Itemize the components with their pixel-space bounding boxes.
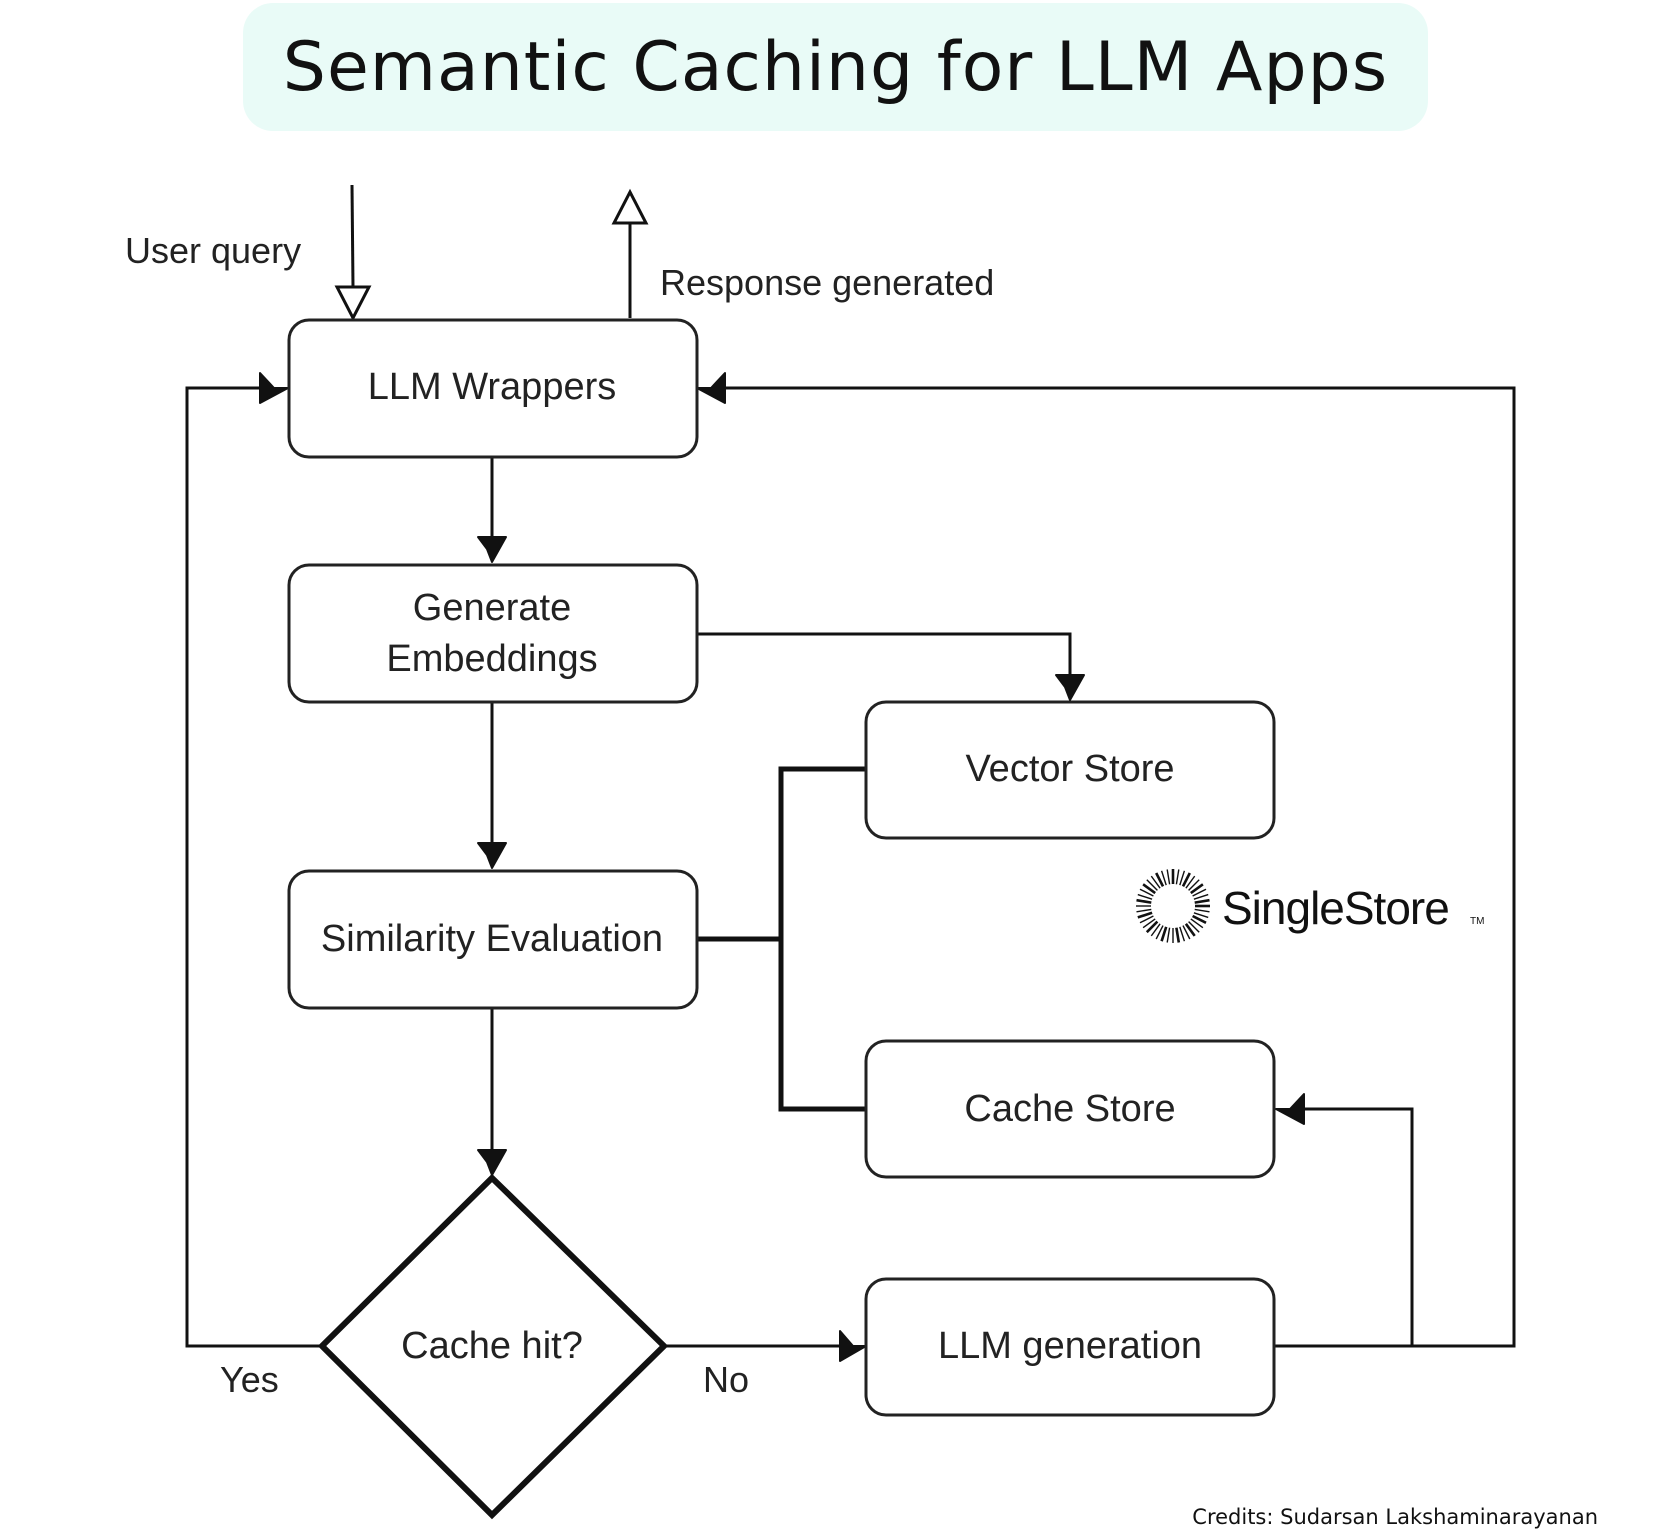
burst-ray — [1137, 893, 1153, 900]
singlestore-logo-text: SingleStore — [1222, 882, 1449, 934]
burst-ray — [1179, 926, 1186, 942]
burst-ray — [1142, 918, 1156, 929]
embeddings-to-vector-store-arrow — [697, 632, 1085, 701]
user-query-label: User query — [125, 230, 301, 271]
similarity-evaluation-node: Similarity Evaluation — [287, 869, 699, 1010]
cache-store-label: Cache Store — [964, 1088, 1175, 1130]
generate-embeddings-label-line2: Embeddings — [386, 638, 597, 680]
burst-ray — [1155, 925, 1164, 940]
burst-ray — [1160, 870, 1167, 886]
similarity-store-bracket — [697, 766, 866, 1112]
burst-ray — [1145, 920, 1159, 934]
generate-embeddings-label-line1: Generate — [413, 587, 571, 629]
burst-ray — [1155, 872, 1165, 887]
response-generated-arrow — [611, 188, 649, 318]
burst-ray — [1190, 883, 1204, 895]
burst-ray — [1190, 918, 1204, 929]
generate-embeddings-node: Generate Embeddings — [287, 563, 699, 704]
singlestore-trademark: TM — [1470, 916, 1484, 927]
burst-ray — [1136, 898, 1152, 904]
burst-ray — [1185, 875, 1196, 889]
burst-ray — [1142, 883, 1156, 895]
burst-ray — [1150, 875, 1161, 889]
burst-ray — [1193, 893, 1209, 900]
yes-label: Yes — [220, 1359, 279, 1400]
burst-ray — [1136, 908, 1152, 913]
credits-text: Credits: Sudarsan Lakshaminarayanan — [1192, 1505, 1598, 1529]
burst-ray — [1188, 879, 1200, 891]
burst-ray — [1193, 912, 1209, 919]
burst-ray — [1175, 927, 1181, 943]
burst-ray — [1137, 911, 1153, 919]
burst-ray — [1182, 925, 1191, 940]
vector-store-label: Vector Store — [965, 748, 1174, 790]
vector-store-node: Vector Store — [864, 700, 1276, 840]
burst-ray — [1179, 870, 1186, 886]
llm-wrappers-label: LLM Wrappers — [368, 366, 617, 408]
burst-ray — [1181, 872, 1191, 887]
cache-hit-label: Cache hit? — [401, 1325, 583, 1367]
burst-ray — [1139, 888, 1154, 897]
cache-store-node: Cache Store — [864, 1039, 1276, 1179]
burst-ray — [1160, 926, 1168, 942]
burst-ray — [1146, 879, 1158, 891]
burst-ray — [1194, 898, 1210, 904]
title-banner: Semantic Caching for LLM Apps — [243, 3, 1428, 131]
burst-ray — [1166, 869, 1171, 885]
burst-ray — [1175, 869, 1180, 885]
burst-ray — [1139, 915, 1154, 924]
generation-to-cache-store-arrow — [1275, 1093, 1414, 1348]
generation-to-wrappers-arrow — [696, 372, 1516, 1348]
user-query-arrow — [334, 184, 372, 322]
cache-hit-decision: Cache hit? — [317, 1173, 669, 1520]
response-generated-label: Response generated — [660, 262, 994, 303]
llm-wrappers-node: LLM Wrappers — [287, 318, 699, 459]
burst-ray — [1188, 921, 1200, 933]
singlestore-logo: SingleStore TM — [1136, 869, 1484, 943]
yes-loop-arrow — [185, 372, 322, 1348]
similarity-evaluation-label: Similarity Evaluation — [321, 918, 663, 960]
embeddings-to-similarity-arrow — [477, 702, 507, 869]
no-label: No — [703, 1359, 749, 1400]
no-arrow — [664, 1330, 867, 1362]
diagram-title: Semantic Caching for LLM Apps — [282, 27, 1389, 107]
llm-generation-label: LLM generation — [938, 1325, 1202, 1367]
singlestore-burst-icon — [1136, 869, 1210, 943]
burst-ray — [1194, 908, 1210, 913]
llm-generation-node: LLM generation — [864, 1277, 1276, 1417]
burst-ray — [1184, 923, 1196, 937]
similarity-to-cachehit-arrow — [477, 1008, 507, 1176]
wrappers-to-embeddings-arrow — [477, 458, 507, 563]
burst-ray — [1192, 888, 1207, 897]
burst-ray — [1192, 914, 1207, 924]
burst-ray — [1150, 923, 1161, 937]
burst-ray — [1166, 927, 1171, 943]
